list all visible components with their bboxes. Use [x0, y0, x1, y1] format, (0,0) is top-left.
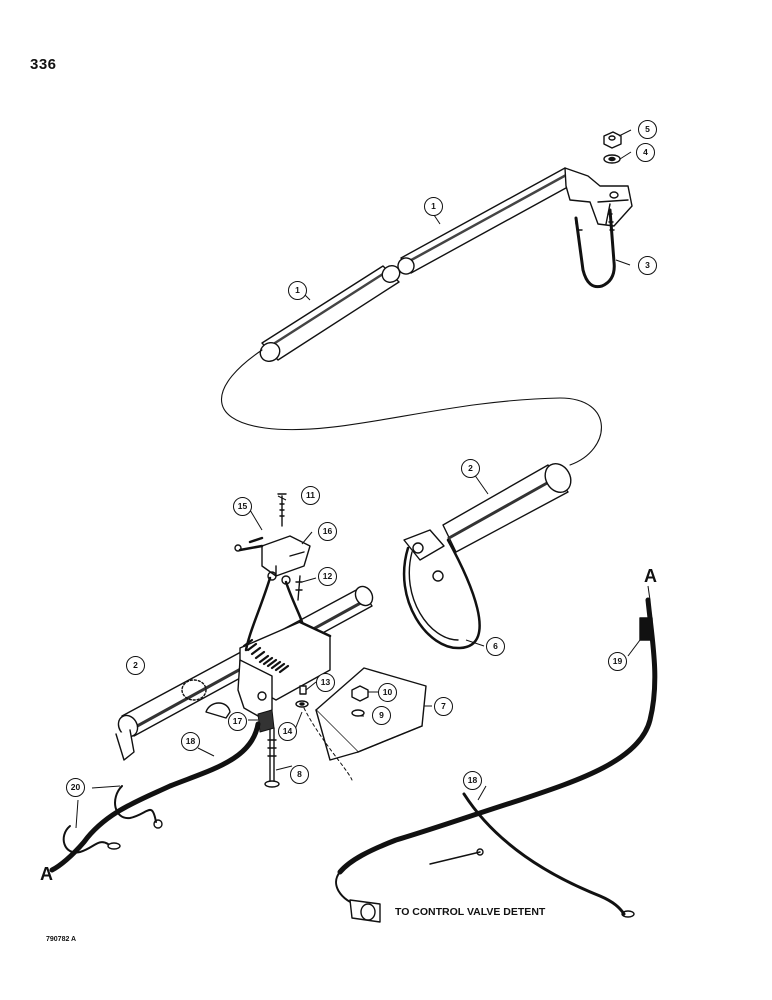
- callout-10: 10: [378, 683, 397, 702]
- cable-loop: [221, 349, 602, 466]
- callout-18: 18: [181, 732, 200, 751]
- cover-plate: [315, 667, 427, 761]
- callout-13: 13: [316, 673, 335, 692]
- callout-16: 16: [318, 522, 337, 541]
- figure-code: 790782 A: [46, 936, 77, 943]
- clamp-strap: [402, 529, 481, 650]
- callout-1: 1: [288, 281, 307, 300]
- harness-left: [49, 721, 261, 873]
- switch-wires: [244, 576, 304, 652]
- callout-12: 12: [318, 567, 337, 586]
- callout-7: 7: [434, 697, 453, 716]
- control-valve-detent-label: TO CONTROL VALVE DETENT: [395, 906, 546, 918]
- page-number: 336: [30, 56, 57, 73]
- washer-4: [603, 154, 621, 164]
- switch-mount-bracket: [237, 620, 332, 717]
- nut-10: [351, 685, 369, 702]
- callout-14: 14: [278, 722, 297, 741]
- callout-19: 19: [608, 652, 627, 671]
- callout-2: 2: [461, 459, 480, 478]
- rod-upper-right: [397, 167, 576, 275]
- bolt-8: [264, 727, 280, 788]
- callout-9: 9: [372, 706, 391, 725]
- leader-lines: [75, 129, 651, 829]
- washer-14: [295, 685, 309, 708]
- callout-15: 15: [233, 497, 252, 516]
- rod-lower-right: [442, 462, 572, 553]
- callout-20: 20: [66, 778, 85, 797]
- callout-6: 6: [486, 637, 505, 656]
- section-marker-a-top: A: [644, 566, 657, 586]
- rod-upper-left: [259, 264, 401, 363]
- callout-4: 4: [636, 143, 655, 162]
- harness-right: [335, 597, 658, 923]
- callout-3: 3: [638, 256, 657, 275]
- screw-12: [295, 575, 303, 601]
- washer-9: [351, 709, 365, 717]
- callout-18: 18: [463, 771, 482, 790]
- section-marker-a-bottom: A: [40, 864, 53, 884]
- grommet-17: [257, 709, 275, 733]
- callout-5: 5: [638, 120, 657, 139]
- callout-1: 1: [424, 197, 443, 216]
- callout-11: 11: [301, 486, 320, 505]
- screw-11: [277, 493, 287, 527]
- nut-5: [603, 131, 622, 149]
- detent-switch: [234, 535, 311, 585]
- u-bolt: [574, 208, 616, 289]
- callout-17: 17: [228, 712, 247, 731]
- callout-2: 2: [126, 656, 145, 675]
- callout-8: 8: [290, 765, 309, 784]
